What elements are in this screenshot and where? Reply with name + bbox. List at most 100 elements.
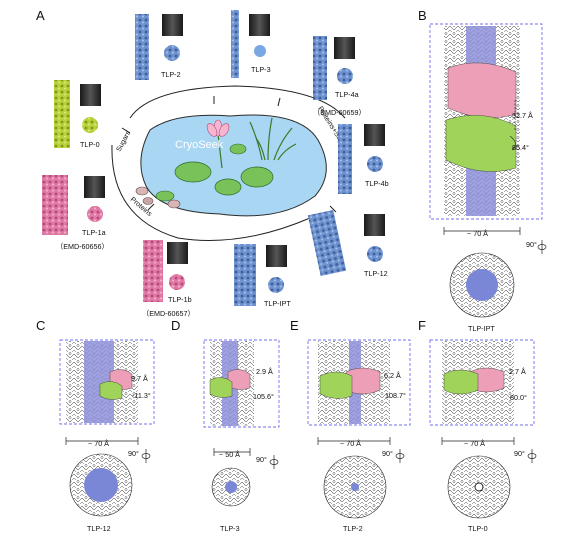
panel-e-letter: E (290, 318, 299, 333)
panel-e-title: TLP-2 (343, 524, 363, 533)
panel-c-rotation-icon: 90° (128, 449, 151, 463)
tlp4b-cross-section (367, 156, 383, 172)
lily-pad (240, 166, 274, 188)
ring-tick (121, 127, 131, 134)
panel-a-letter: A (36, 8, 45, 23)
panel-d-green-subunit (209, 377, 233, 398)
tlp12-filament (307, 209, 347, 277)
ring-tick (277, 97, 281, 107)
tlp12-label: TLP-12 (364, 269, 388, 278)
tlpipt-cross-section (268, 277, 284, 293)
reeds (249, 117, 297, 161)
panel-d-width-scale: ~ 50 Å (213, 448, 251, 459)
tlpipt-filament (234, 244, 256, 306)
panel-c-rise: 9.7 Å (131, 374, 148, 383)
tlp4b-em-image (364, 124, 385, 146)
tlp1a-cross-section (87, 206, 103, 222)
tlp12-em-image (364, 214, 385, 236)
panel-b-twist: 85.4° (512, 143, 529, 152)
panel-b-filament-view: 32.7 Å 85.4° (429, 23, 543, 220)
panel-c-letter: C (36, 318, 45, 333)
panel-f-cross-section (447, 455, 511, 519)
lotus-stem (217, 133, 223, 169)
tlp4b-label: TLP-4b (365, 179, 389, 188)
panel-f-rotation-icon: 90° (514, 449, 537, 463)
panel-b-rotation-icon: 90° (526, 240, 547, 254)
panel-d-title: TLP-3 (220, 524, 240, 533)
panel-c-rotation-label: 90° (128, 449, 139, 458)
tlp4b-item: TLP-4b (338, 124, 389, 194)
tlp12-cross-section (367, 246, 383, 262)
panel-d-width: ~ 50 Å (219, 450, 240, 459)
tlp0-em-image (80, 84, 101, 106)
panel-e-width-scale: ~ 70 Å (317, 437, 391, 448)
panel-d-pink-subunit (227, 369, 251, 390)
tlp3-label: TLP-3 (251, 65, 271, 74)
panel-c-frame (59, 339, 155, 425)
tlp3-filament (231, 10, 239, 78)
panel-f-filament-view: 2.7 Å 80.0° (429, 339, 535, 426)
panel-e-rise: 6.2 Å (384, 371, 401, 380)
lily-pad (155, 190, 175, 202)
panel-b-width-scale: ~ 70 Å (443, 227, 521, 238)
tlp1a-em-image (84, 176, 105, 198)
tlp1b-filament (143, 240, 163, 302)
panel-c-filament-view: 9.7 Å -11.3° (59, 339, 155, 425)
tlp4a-filament (313, 36, 327, 100)
panel-d-rotation-label: 90° (256, 455, 267, 464)
tlp1a-label: TLP-1a (82, 228, 106, 237)
tlp4a-label: TLP-4a (335, 90, 359, 99)
tlp4a-cross-section (337, 68, 353, 84)
pebbles (135, 186, 181, 209)
pond-water (140, 114, 327, 217)
panel-e-cross-section (323, 455, 387, 519)
panel-f-frame (429, 339, 535, 426)
tlp4b-filament (338, 124, 352, 194)
tlp1b-cross-section (169, 274, 185, 290)
ring-tick (329, 205, 337, 213)
tlp4a-code: （EMD-60659） (313, 108, 366, 117)
tlp3-cross-section (254, 45, 266, 57)
panel-f-title: TLP-0 (468, 524, 488, 533)
ring-label-sugars: Sugars (116, 130, 133, 153)
tlp4a-item: TLP-4a （EMD-60659） (313, 36, 366, 117)
panel-c-width: ~ 70 Å (88, 439, 109, 448)
panel-c-width-scale: ~ 70 Å (65, 437, 139, 448)
tlp0-cross-section (82, 117, 98, 133)
panel-e-twist: 108.7° (385, 391, 406, 400)
tlpipt-em-image (266, 245, 287, 267)
panel-e-filament-view: 6.2 Å 108.7° (307, 339, 411, 426)
panel-d-rotation-icon: 90° (256, 455, 279, 469)
panel-e-rotation-icon: 90° (382, 449, 405, 463)
panel-e-green-subunit (319, 371, 353, 399)
panel-d-cross-section (211, 467, 251, 507)
lily-pad (214, 178, 242, 196)
ring-tick (147, 203, 155, 211)
panel-f-width: ~ 70 Å (464, 439, 485, 448)
cryoseek-title: CryoSeek (175, 139, 224, 151)
tlp1b-item: TLP-1b （EMD-60657） (142, 240, 195, 318)
panel-d-rise: 2.9 Å (256, 367, 273, 376)
tlp2-em-image (162, 14, 183, 36)
tlp1b-label: TLP-1b (168, 295, 192, 304)
tlp0-label: TLP-0 (80, 140, 100, 149)
tlp2-filament (135, 14, 149, 80)
panel-c-twist: -11.3° (132, 391, 151, 400)
lily-pad (174, 161, 212, 183)
tlp2-cross-section (164, 45, 180, 61)
tlp4a-em-image (334, 37, 355, 59)
cryoseek-pond-illustration: CryoSeek Sugars Proteins+Sugars Proteins (111, 85, 350, 241)
panel-b-frame (429, 23, 543, 220)
tlp3-item: TLP-3 (231, 10, 271, 78)
panel-f-twist: 80.0° (510, 393, 527, 402)
tlp3-em-image (249, 14, 270, 36)
tlp1a-filament (42, 175, 68, 235)
panel-b-green-subunit (445, 115, 517, 172)
tlp12-item: TLP-12 (307, 209, 388, 278)
panel-b-twist-arrow (509, 135, 516, 151)
panel-e-frame (307, 339, 411, 426)
panel-b-title: TLP-IPT (468, 324, 495, 333)
panel-b-width: ~ 70 Å (467, 229, 488, 238)
panel-b-letter: B (418, 8, 427, 23)
